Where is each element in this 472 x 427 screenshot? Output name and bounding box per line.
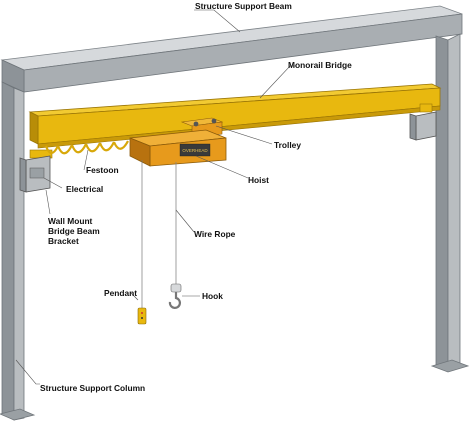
label-hook: Hook [202,291,223,301]
wall-mount-bridge-beam-bracket [19,149,53,193]
wall-mount-bracket-right [409,103,437,141]
label-trolley: Trolley [274,140,301,150]
leader-lines [15,9,296,385]
monorail-bridge [28,83,442,149]
hoist-plate-text: OVERHEAD [182,148,208,153]
hook [168,283,182,309]
label-pendant: Pendant [104,288,137,298]
label-wall-mount-line2: Bridge Beam [48,226,100,236]
label-structure-support-beam: Structure Support Beam [195,1,292,11]
label-wall-mount-line1: Wall Mount [48,216,93,226]
hoist: OVERHEAD [129,129,227,167]
label-hoist: Hoist [248,175,269,185]
label-monorail-bridge: Monorail Bridge [288,60,352,70]
structure-support-column-left [0,81,36,421]
label-structure-support-column: Structure Support Column [40,383,145,393]
festoon-cable [44,140,129,155]
label-electrical: Electrical [66,184,103,194]
label-wall-mount-line3: Bracket [48,236,79,246]
pendant [137,160,147,325]
structure-support-beam [0,5,463,93]
label-festoon: Festoon [86,165,119,175]
structure-support-column-right [430,33,470,373]
label-wire-rope: Wire Rope [194,229,236,239]
labels: Structure Support Beam Monorail Bridge T… [40,1,352,393]
